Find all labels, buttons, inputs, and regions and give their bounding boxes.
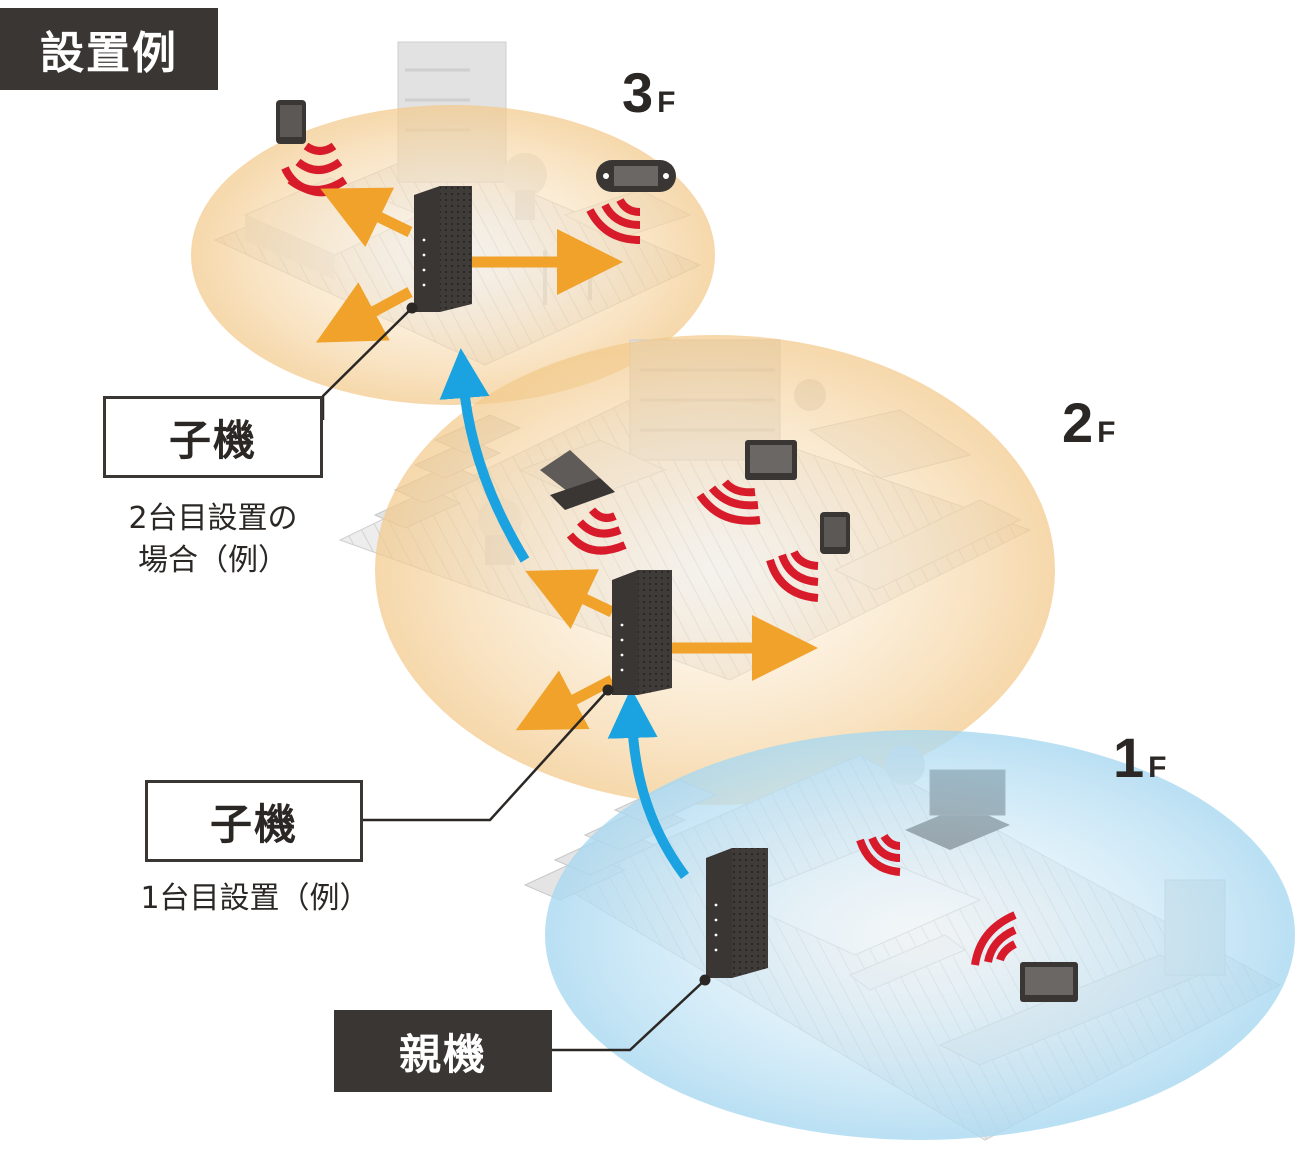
signal-arrows-2f	[515, 569, 818, 731]
tablet-icon	[820, 512, 850, 554]
child-unit-lower-label: 子機	[145, 780, 363, 862]
child-unit-upper-note-line1: 2台目設置の	[128, 501, 298, 536]
monitor-icon	[745, 440, 797, 480]
floor-1-suffix: F	[1148, 751, 1167, 784]
wifi-waves-icon	[696, 479, 761, 525]
child-unit-upper-note: 2台目設置の 場合（例）	[103, 498, 323, 582]
router-icon	[612, 570, 672, 695]
tablet-icon	[276, 100, 306, 144]
leader-lines	[321, 307, 706, 1052]
parent-unit-label: 親機	[334, 1010, 552, 1092]
floor-2-number: 2	[1062, 391, 1094, 454]
child-unit-upper-label: 子機	[103, 396, 323, 478]
tv-icon	[1020, 962, 1078, 1002]
game-console-icon	[596, 160, 676, 192]
router-icon	[414, 186, 472, 312]
wifi-waves-icon	[566, 507, 627, 555]
floor-1-number: 1	[1113, 726, 1145, 789]
wifi-waves-icon	[856, 833, 901, 876]
floor-2-suffix: F	[1097, 416, 1116, 449]
child-unit-upper-note-line2: 場合（例）	[138, 543, 288, 578]
wifi-waves-icon	[766, 550, 819, 602]
child-unit-lower-note: 1台目設置（例）	[140, 881, 370, 916]
floor-3-number: 3	[622, 61, 654, 124]
router-icon	[706, 848, 768, 978]
relay-arrows	[439, 348, 689, 880]
signal-arrows-3f	[315, 187, 623, 343]
floor-1-coverage-zone	[545, 730, 1295, 1140]
laptop-icon	[540, 450, 615, 510]
page-title: 設置例	[0, 8, 218, 90]
floor-3-suffix: F	[657, 86, 676, 119]
wifi-waves-icon	[971, 911, 1017, 966]
